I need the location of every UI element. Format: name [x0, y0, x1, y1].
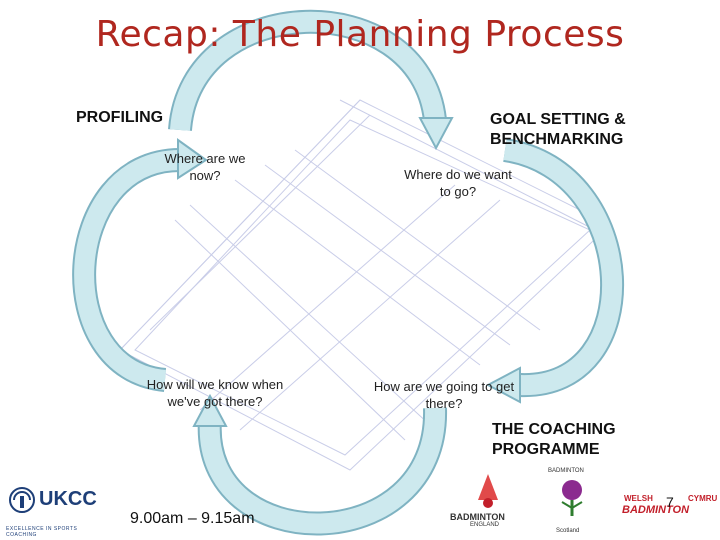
court-lines — [119, 99, 611, 471]
arrow-top — [168, 9, 454, 151]
arrow-right — [485, 138, 625, 404]
coaching-question: How are we going to get there? — [373, 379, 515, 411]
badminton-scotland-logo: BADMINTON Scotland — [540, 466, 604, 538]
ukcc-logo: UKCC EXCELLENCE IN SPORTS COACHING — [6, 480, 98, 538]
wb-name3: CYMRU — [688, 494, 718, 503]
arrow-bottom — [192, 393, 448, 536]
profiling-question: Where are we now? — [164, 151, 246, 183]
bs-name: BADMINTON — [548, 468, 584, 474]
be-name: BADMINTON — [450, 512, 505, 522]
slide-title: Recap: The Planning Process — [95, 14, 625, 55]
goal-setting-heading: GOAL SETTING & BENCHMARKING — [490, 111, 626, 148]
evaluation-question: How will we know when we've got there? — [146, 377, 284, 409]
wb-name1: WELSH — [624, 494, 653, 503]
ukcc-tagline: EXCELLENCE IN SPORTS COACHING — [6, 526, 78, 538]
bs-sub: Scotland — [556, 528, 580, 534]
welsh-badminton-logo: WELSH BADMINTON CYMRU — [622, 494, 718, 524]
session-time: 9.00am – 9.15am — [130, 510, 255, 527]
goal-setting-question: Where do we want to go? — [404, 167, 512, 199]
arrow-left — [72, 138, 208, 392]
ukcc-name: UKCC — [39, 488, 97, 510]
be-sub: ENGLAND — [470, 522, 500, 528]
shuttlecock-hand-icon — [478, 474, 498, 508]
thistle-icon — [561, 480, 583, 516]
page-number: 7 — [666, 494, 674, 510]
wb-name2: BADMINTON — [622, 504, 690, 516]
ukcc-emblem-icon — [9, 487, 35, 513]
badminton-england-logo: BADMINTON ENGLAND — [450, 470, 525, 536]
coaching-heading: THE COACHING PROGRAMME — [492, 421, 616, 458]
profiling-heading: PROFILING — [76, 109, 164, 126]
